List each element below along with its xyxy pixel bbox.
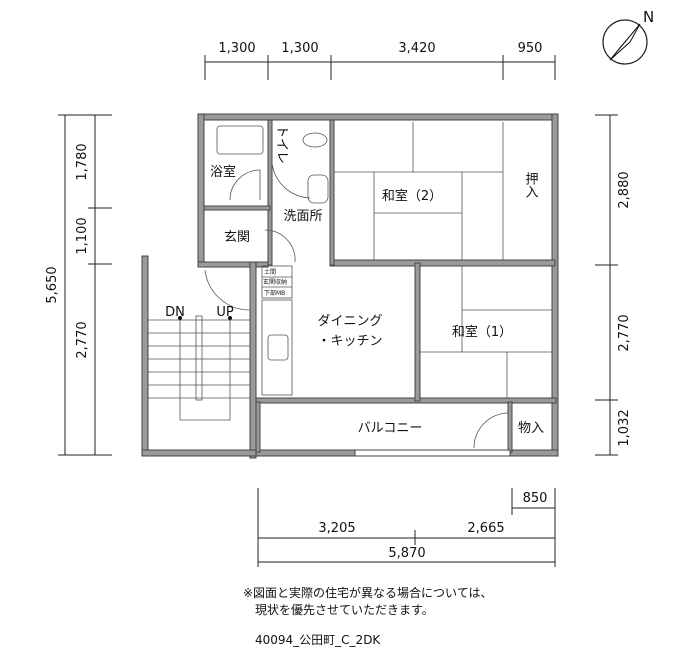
disclaimer-line-2: 現状を優先させていただきます。 xyxy=(255,603,434,617)
kitchen-sink-icon xyxy=(267,334,289,361)
room-label-washitsu1: 和室（1） xyxy=(452,324,512,340)
dim-right-1: 2,880 xyxy=(617,171,632,208)
room-label-entrance-storage: 玄関収納 xyxy=(263,278,287,286)
dim-right-2: 2,770 xyxy=(617,314,632,351)
room-label-oshiire: 押入 xyxy=(523,172,539,198)
room-label-dk-1: ダイニング xyxy=(317,314,382,329)
kitchen-counter xyxy=(261,299,293,396)
bottom-dimensions: 850 3,205 2,665 5,870 xyxy=(257,488,556,567)
stairs-up-label: UP xyxy=(216,305,234,320)
dim-top-2: 1,300 xyxy=(281,41,318,56)
room-label-entrance: 玄関 xyxy=(224,230,250,245)
dim-left-total: 5,650 xyxy=(45,266,60,303)
room-label-washitsu2: 和室（2） xyxy=(382,188,442,204)
disclaimer-line-1: ※図面と実際の住宅が異なる場合については、 xyxy=(243,585,492,600)
front-door[interactable] xyxy=(204,269,251,311)
walls xyxy=(141,113,559,459)
room-label-balcony: バルコニー xyxy=(358,421,423,436)
room-label-mb: 下部MB xyxy=(264,289,285,297)
dim-top-1: 1,300 xyxy=(218,41,255,56)
dim-bottom-1: 3,205 xyxy=(318,521,355,536)
balcony-railing xyxy=(354,449,511,457)
room-label-doma: 土間 xyxy=(264,268,276,276)
dim-left-1: 1,780 xyxy=(75,143,90,180)
bath-door[interactable] xyxy=(229,169,261,201)
dim-bottom-2: 2,665 xyxy=(467,521,504,536)
stairs-down-label: DN xyxy=(165,305,185,320)
stairs: DN UP xyxy=(148,305,250,421)
room-label-dk-2: ・キッチン xyxy=(317,334,382,349)
tatami-washitsu1 xyxy=(420,266,552,398)
entrance-inner-door[interactable] xyxy=(264,229,296,263)
dim-top-3: 3,420 xyxy=(398,41,435,56)
toilet-icon xyxy=(302,132,328,148)
left-dimensions: 5,650 1,780 1,100 2,770 xyxy=(45,114,112,456)
entrance-storage xyxy=(261,265,293,299)
dim-bottom-total: 5,870 xyxy=(388,546,425,561)
top-dimensions: 1,300 1,300 3,420 950 xyxy=(204,41,556,80)
dim-bottom-small: 850 xyxy=(523,491,548,506)
plan-id: 40094_公田町_C_2DK xyxy=(255,633,381,647)
compass-icon: N xyxy=(602,8,654,65)
room-label-washroom: 洗面所 xyxy=(283,209,322,224)
bathtub-icon xyxy=(216,125,264,155)
room-label-toilet: トイレ xyxy=(274,125,289,164)
washroom-door[interactable] xyxy=(271,162,311,199)
compass-north-label: N xyxy=(643,8,654,26)
right-dimensions: 2,880 2,770 1,032 xyxy=(595,114,632,456)
sink-icon xyxy=(307,174,329,204)
dim-left-2: 1,100 xyxy=(75,217,90,254)
room-label-bath: 浴室 xyxy=(210,164,236,180)
dim-right-3: 1,032 xyxy=(617,409,632,446)
dim-top-4: 950 xyxy=(518,41,543,56)
tatami-washitsu2 xyxy=(334,122,504,260)
balcony-door[interactable] xyxy=(473,412,509,449)
dim-left-3: 2,770 xyxy=(75,321,90,358)
room-label-storage: 物入 xyxy=(518,421,544,436)
